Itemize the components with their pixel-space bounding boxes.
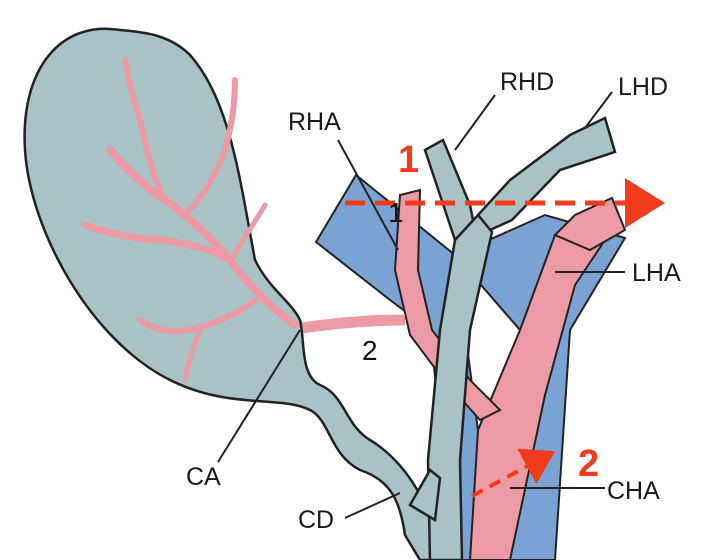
label-cha: CHA	[607, 477, 660, 505]
red-marker-2: 2	[578, 443, 599, 485]
black-marker-2: 2	[362, 335, 378, 366]
label-ca: CA	[186, 463, 221, 491]
label-lha: LHA	[632, 259, 681, 287]
black-marker-1: 1	[388, 197, 404, 228]
red-marker-1: 1	[398, 139, 419, 181]
label-cd: CD	[298, 506, 334, 534]
label-rhd: RHD	[500, 68, 554, 96]
label-rha: RHA	[288, 108, 341, 136]
rhd-leader-line	[455, 95, 495, 150]
label-lhd: LHD	[618, 73, 668, 101]
cd-leader-line	[345, 493, 400, 518]
